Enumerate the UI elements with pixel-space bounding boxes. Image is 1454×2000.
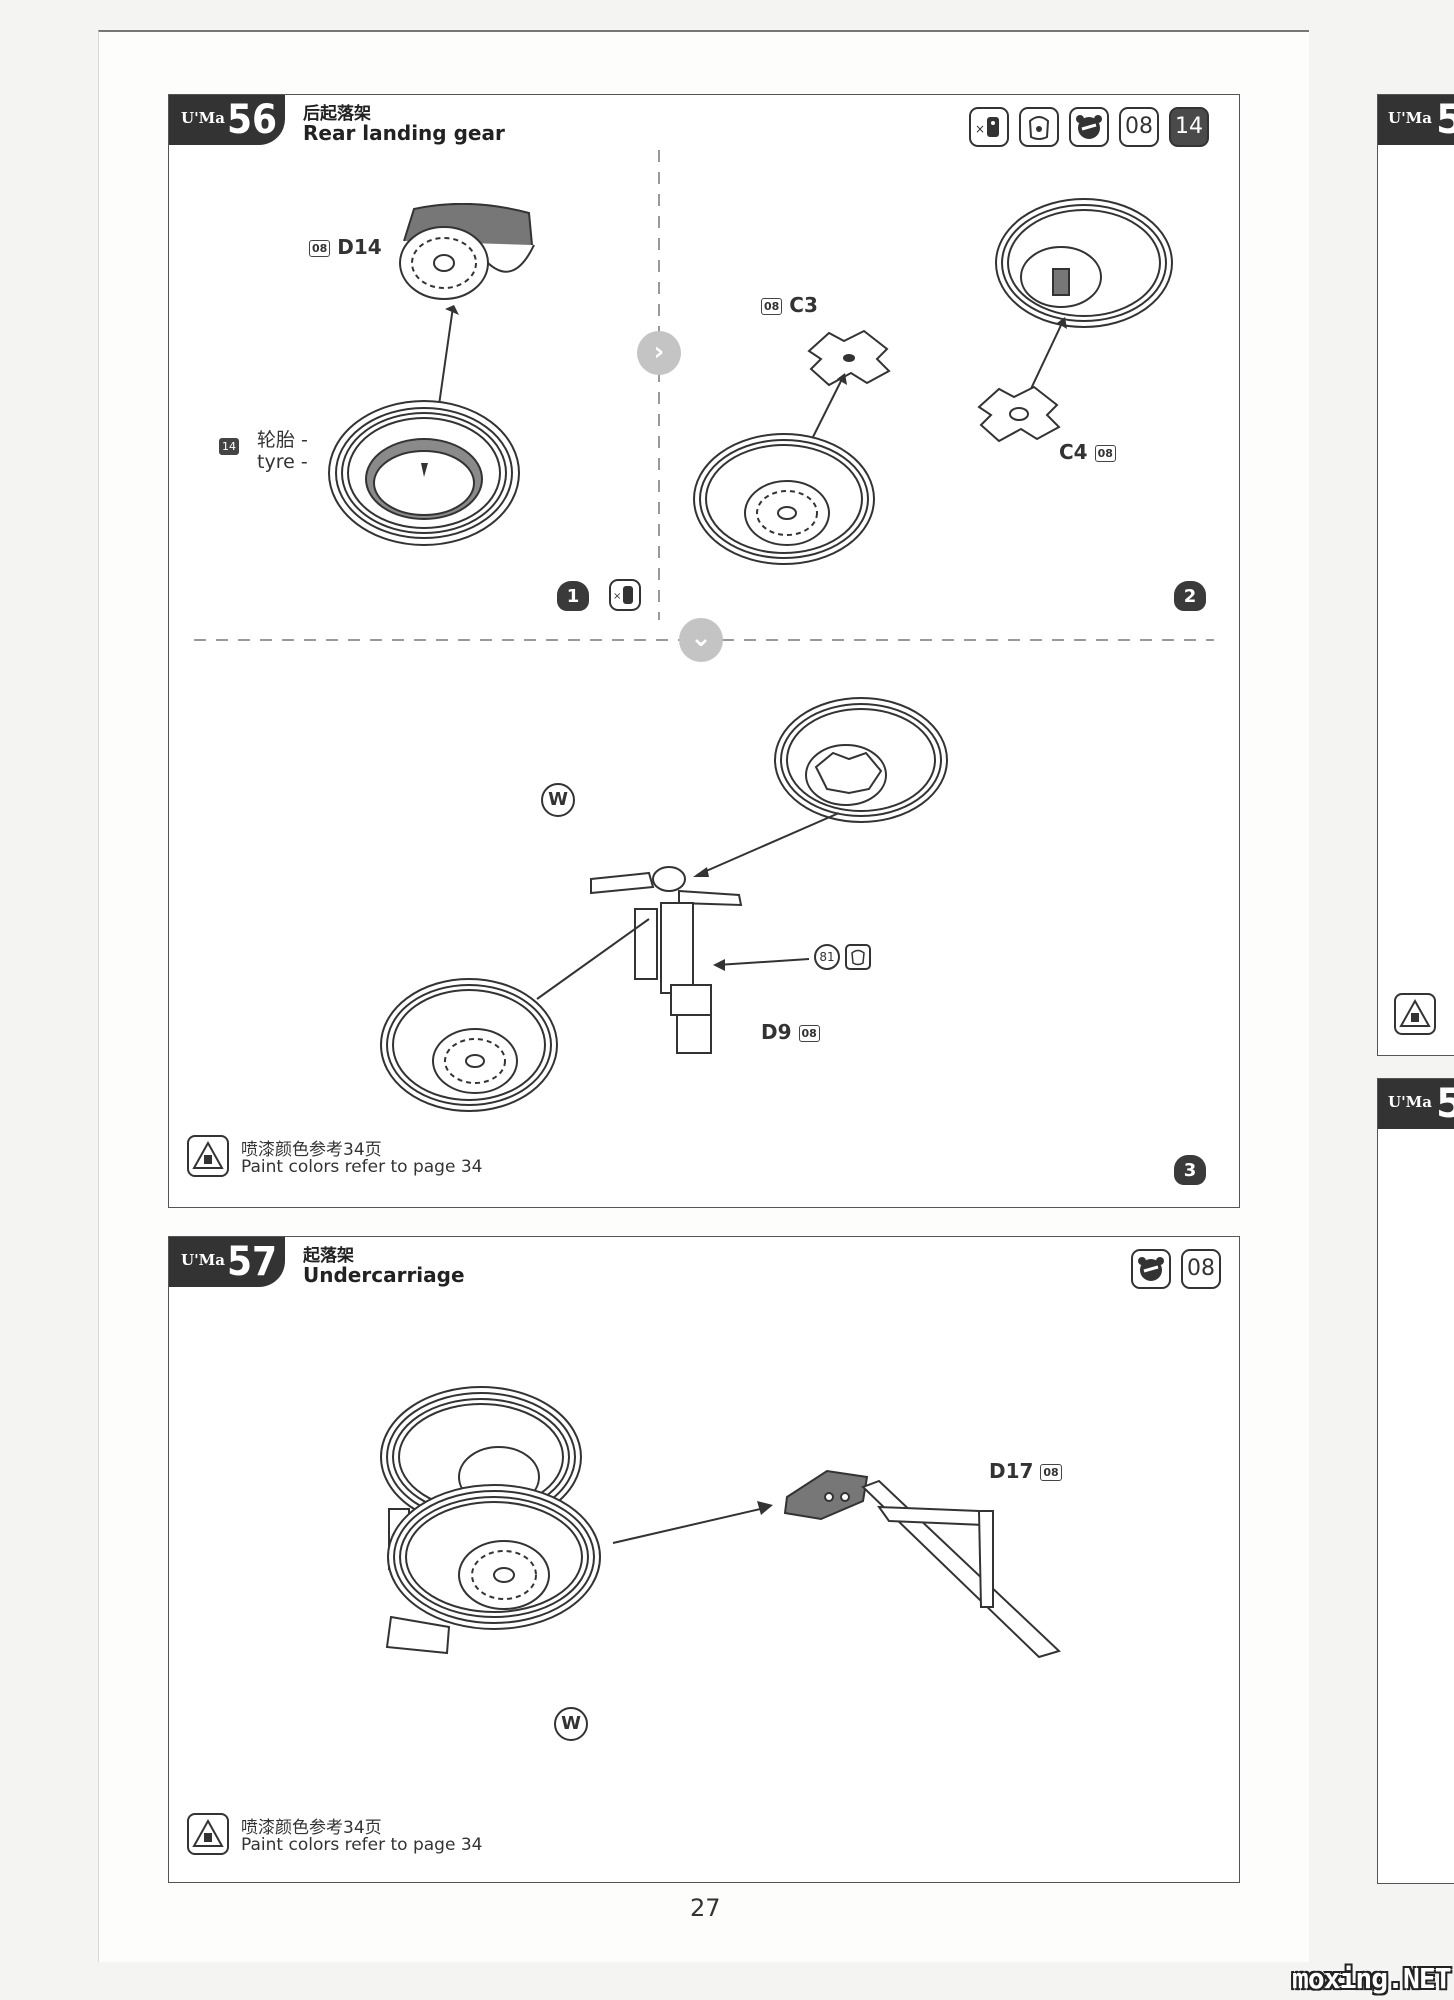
paint-warning-icon: [187, 1135, 229, 1177]
step-number: 56: [227, 97, 278, 143]
paint-note-en: Paint colors refer to page 34: [241, 1835, 483, 1855]
next-page-panel-top: U'Ma 5: [1377, 94, 1454, 1056]
step-number: 57: [227, 1239, 278, 1285]
side-panel-header: U'Ma 5: [1378, 1079, 1454, 1129]
callout-81: 81: [814, 944, 840, 970]
step-title-en: Rear landing gear: [303, 121, 505, 145]
paint-note-cn: 喷漆颜色参考34页: [241, 1818, 382, 1838]
side-panel-header: U'Ma 5: [1378, 95, 1454, 145]
part-c3-label: 08 C3: [761, 293, 818, 317]
tyre-label-cn: 轮胎 -: [257, 429, 308, 451]
next-arrow-icon: ›: [637, 331, 681, 375]
substep-1-icon: 1: [557, 581, 589, 611]
cement-icon: [1019, 107, 1059, 147]
white-paint-marker: W: [541, 783, 575, 817]
watermark: moxing.NET: [1292, 1962, 1452, 1995]
paint-warning-icon: [187, 1813, 229, 1855]
hub-d14-illustration: [399, 203, 535, 300]
wheel-2a-illustration: [693, 433, 875, 565]
arrow-d14-to-tyre: [436, 305, 459, 420]
arrow-c4: [1028, 317, 1067, 394]
arrow-wheel-3b: [536, 918, 650, 1000]
part-tyre-label: 14: [219, 433, 239, 457]
c4-hub-cap-illustration: [977, 385, 1061, 443]
svg-text:×: ×: [975, 122, 985, 136]
brand-logo: U'Ma: [181, 109, 225, 127]
no-glue-icon: ×: [609, 579, 641, 611]
glue-warning-icon: ×: [969, 107, 1009, 147]
bear-paint-icon: [1069, 107, 1109, 147]
substep-3-icon: 3: [1174, 1155, 1206, 1185]
step-title-cn: 起落架: [303, 1246, 354, 1266]
brand-logo: U'Ma: [181, 1251, 225, 1269]
twin-wheel-gear-illustration: [380, 1386, 601, 1655]
side-warning-icon: [1394, 993, 1436, 1035]
svg-text:×: ×: [613, 591, 621, 602]
page-number: 27: [690, 1894, 721, 1922]
paint-note-en: Paint colors refer to page 34: [241, 1157, 483, 1177]
sprue-badge-14: 14: [1169, 107, 1209, 147]
wheel-3b-illustration: [380, 978, 558, 1112]
c3-hub-cap-illustration: [807, 329, 891, 387]
step-title-en: Undercarriage: [303, 1263, 465, 1287]
callout-arrow-81: [713, 958, 810, 971]
wheel-3a-illustration: [774, 697, 948, 823]
step-title-cn: 后起落架: [303, 104, 371, 124]
step-56-header: U'Ma 56: [169, 95, 285, 145]
sprue-badge-08: 08: [1119, 107, 1159, 147]
strut-d9-illustration: [590, 866, 743, 1054]
substep-2-icon: 2: [1174, 581, 1206, 611]
arrow-wheel-3a: [693, 812, 840, 877]
cement-icon-small: [845, 944, 871, 970]
arrow-d17: [612, 1501, 773, 1544]
d17-bracket-illustration: [783, 1469, 1061, 1659]
step-57-panel: U'Ma 57 起落架 Undercarriage 08 D17 08: [168, 1236, 1240, 1883]
part-d9-label: D9 08: [761, 1020, 820, 1044]
down-arrow-icon: ⌄: [679, 618, 723, 662]
step-56-panel: U'Ma 56 后起落架 Rear landing gear × 08 14 ›…: [168, 94, 1240, 1208]
tyre-illustration: [328, 400, 520, 546]
part-d14-label: 08 D14: [309, 235, 382, 259]
white-paint-marker: W: [554, 1707, 588, 1741]
part-d17-label: D17 08: [989, 1459, 1062, 1483]
sprue-badge-08: 08: [1181, 1249, 1221, 1289]
next-page-panel-bottom: U'Ma 5: [1377, 1078, 1454, 1884]
tyre-label-en: tyre -: [257, 451, 308, 473]
bear-paint-icon: [1131, 1249, 1171, 1289]
wheel-2b-illustration: [995, 198, 1173, 328]
step-57-header: U'Ma 57: [169, 1237, 285, 1287]
part-c4-label: C4 08: [1059, 440, 1116, 464]
paint-note-cn: 喷漆颜色参考34页: [241, 1140, 382, 1160]
